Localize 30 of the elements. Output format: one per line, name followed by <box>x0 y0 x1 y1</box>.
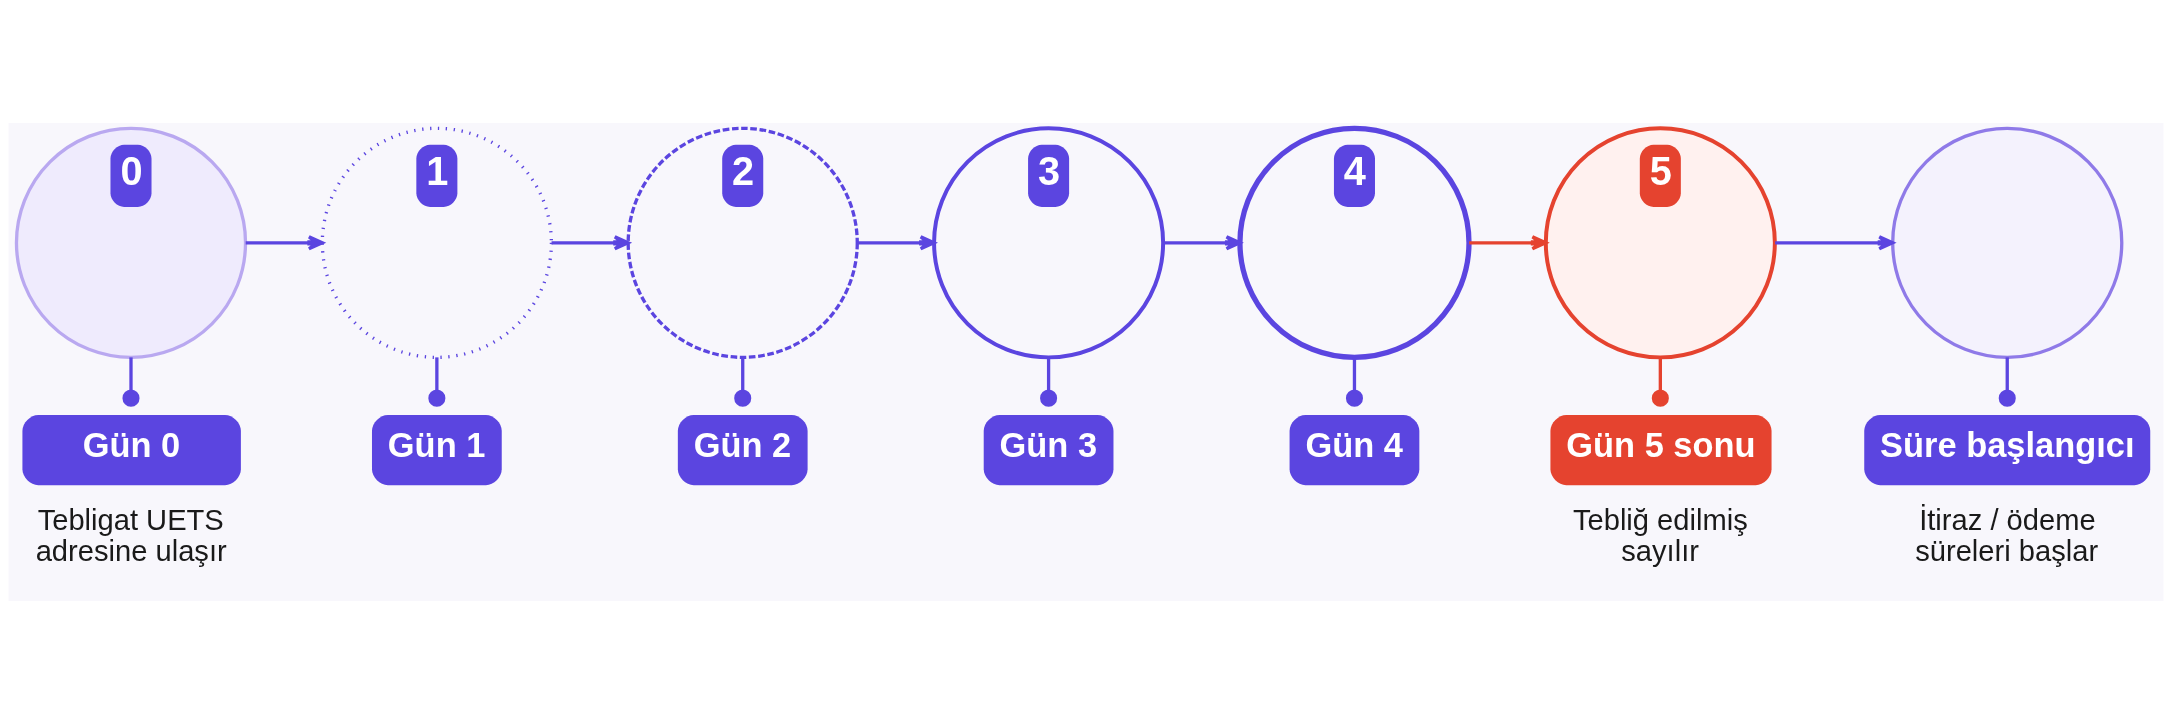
node-box: Gün 5 sonu <box>1550 414 1772 486</box>
connector <box>428 357 446 407</box>
node-label: Tebliğ edilmiş sayılır <box>1572 503 1748 568</box>
node-circle: 5 <box>1543 126 1777 360</box>
arrow <box>551 235 630 251</box>
node-label: İtiraz / ödeme süreleri başlar <box>1915 503 2099 568</box>
node-box: Gün 0 <box>22 414 241 486</box>
connector <box>122 357 140 407</box>
node-box: Süre başlangıcı <box>1864 414 2151 486</box>
connector <box>1998 357 2016 407</box>
node-box: Gün 4 <box>1289 414 1420 486</box>
arrow <box>1469 235 1548 251</box>
node-circle: 0 <box>14 126 248 360</box>
node-circle: 3 <box>932 126 1166 360</box>
arrow <box>1163 235 1242 251</box>
connector <box>1651 357 1669 407</box>
node-box: Gün 2 <box>677 414 808 486</box>
arrow <box>245 235 324 251</box>
node-circle <box>1891 126 2124 360</box>
connector <box>1345 357 1363 407</box>
node-box: Gün 3 <box>983 414 1114 486</box>
node-circle: 4 <box>1237 125 1472 360</box>
arrow <box>1775 235 1895 251</box>
connector <box>1040 357 1058 407</box>
node-circle: 2 <box>626 126 859 360</box>
node-label: Tebligat UETS adresine ulaşır <box>35 503 227 568</box>
node-box: Gün 1 <box>372 414 502 486</box>
connector <box>734 357 752 407</box>
arrow <box>857 235 936 251</box>
node-circle: 1 <box>320 126 554 360</box>
